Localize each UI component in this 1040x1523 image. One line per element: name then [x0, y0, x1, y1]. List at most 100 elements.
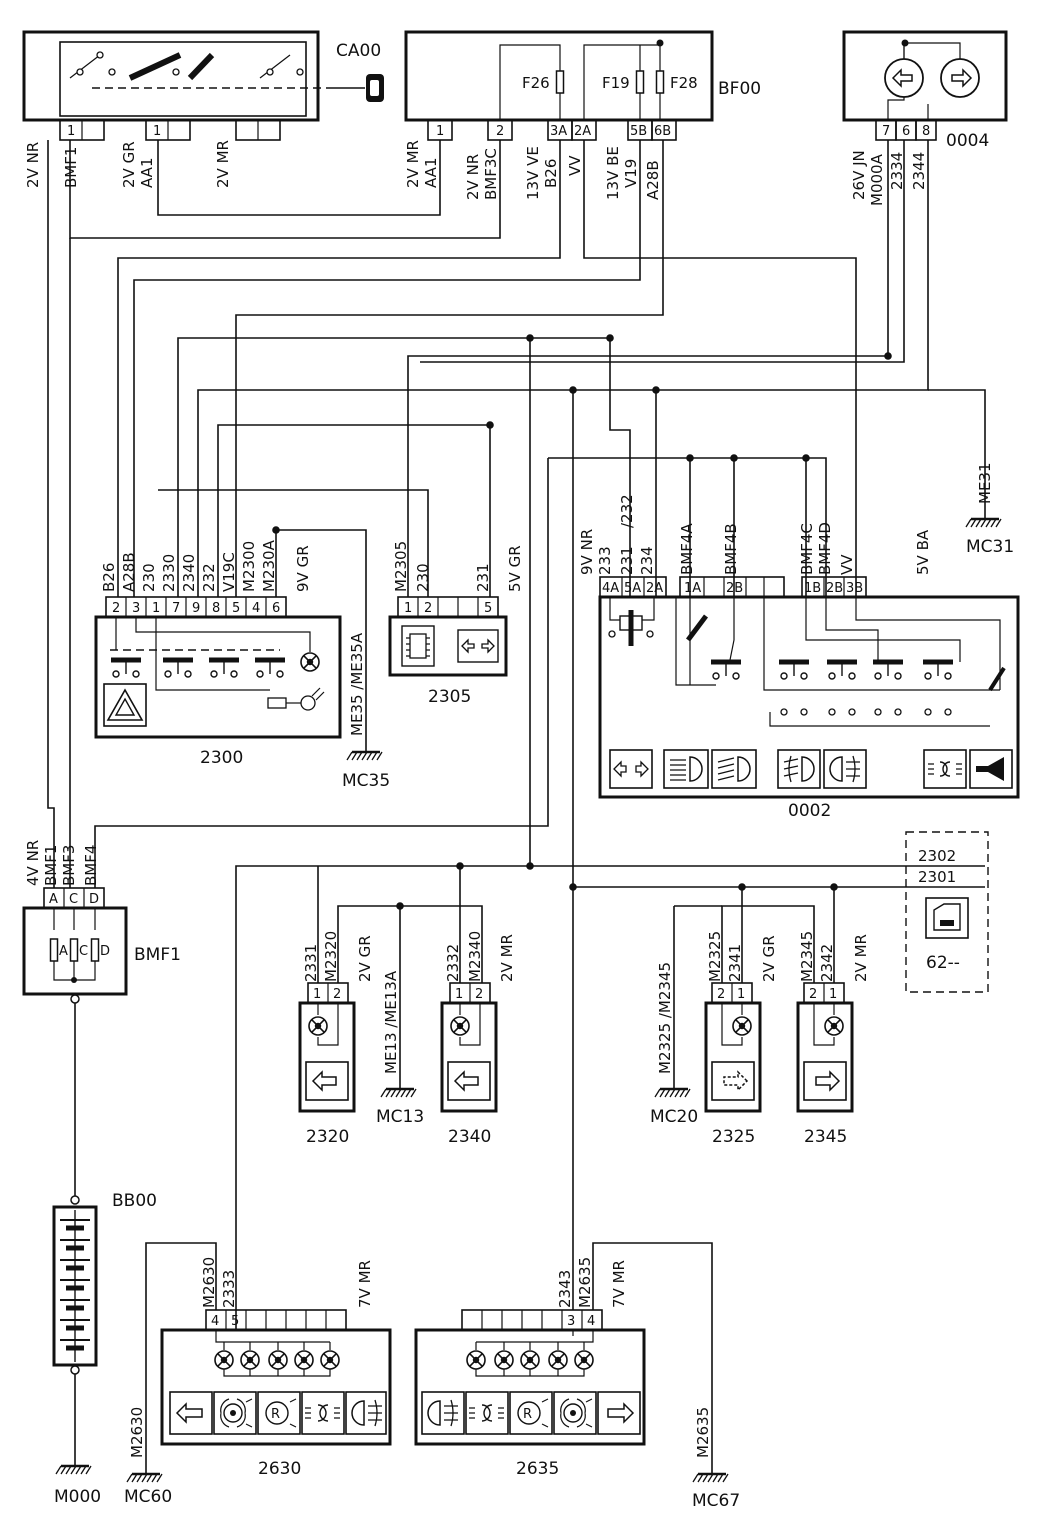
fuse-label: F28	[670, 74, 698, 92]
ground-wire-label: M2325 /M2345	[656, 962, 674, 1074]
pin-label: 3	[567, 1314, 575, 1329]
component-label: 62--	[926, 953, 960, 973]
right-arrow-icon	[951, 68, 973, 88]
component-2345: M2345 2342 2V MR 2 1 2345	[796, 931, 870, 1147]
wire-label: 234	[638, 546, 656, 575]
pin-label: C	[69, 892, 78, 907]
fuse-label: D	[100, 944, 110, 959]
wire-code: AA1	[138, 158, 156, 188]
fuse-A	[49, 938, 59, 962]
wire-label: M2635	[576, 1257, 594, 1308]
component-label: 2300	[200, 748, 243, 768]
wire-label: 233	[596, 546, 614, 575]
lamp-icon	[520, 1350, 540, 1370]
side-lights-icon	[923, 749, 967, 789]
ground-icon	[379, 1073, 418, 1099]
pin-label: 5	[231, 1314, 239, 1329]
wire-label: M230A	[260, 539, 278, 592]
wire-label: 230	[414, 563, 432, 592]
pin-label: 1	[404, 601, 412, 616]
connector-spec: 2V GR	[356, 935, 374, 982]
lamp-icon	[574, 1350, 594, 1370]
connector-spec: 2V GR	[760, 935, 778, 982]
lamp-icon	[268, 1350, 288, 1370]
ground-wire-label: M2635	[694, 1407, 712, 1458]
wire-label: 231	[474, 563, 492, 592]
front-fog-icon	[777, 749, 821, 789]
wire-label: 2341	[726, 944, 744, 982]
ground-icon	[54, 1450, 93, 1476]
wire-label: M2340	[466, 931, 484, 982]
ground-label: MC31	[966, 537, 1014, 557]
svg-text:R: R	[523, 1407, 532, 1422]
wire-code: BMF1	[42, 845, 60, 886]
wire-label: 2343	[556, 1270, 574, 1308]
fuse-F19	[635, 70, 645, 94]
right-repeater-icon	[803, 1061, 847, 1101]
lamp-icon	[308, 1016, 328, 1036]
connector-spec: 5V GR	[506, 545, 524, 592]
pin-label: 6B	[654, 124, 671, 139]
component-label: 2340	[448, 1127, 491, 1147]
junction-dots	[272, 39, 909, 910]
connector-spec: 7V MR	[356, 1260, 374, 1308]
pin-label: 3B	[846, 581, 863, 596]
wire-code: BMF3	[60, 845, 78, 886]
component-BF00: F26 F19 F28 BF00 1 2 3A 2A 5B 6B 2V MR A…	[404, 30, 761, 200]
component-label: BB00	[112, 1191, 157, 1211]
left-arrow-icon	[891, 68, 913, 88]
wire-label: M2325	[706, 931, 724, 982]
component-label: 0004	[946, 131, 989, 151]
component-0004: 7 6 8 0004 26V JN M000A 2334 2344	[842, 30, 1008, 206]
right-indicator-icon	[597, 1391, 641, 1435]
fuse-label: F26	[522, 74, 550, 92]
pin-label: 5B	[630, 124, 647, 139]
ground-label: MC60	[124, 1487, 172, 1507]
stalk-switch-contacts	[608, 597, 1006, 727]
wire-spec: 2344	[910, 152, 928, 190]
component-2635: 2343 M2635 7V MR 3 4	[414, 1257, 740, 1511]
rear-fog-icon	[823, 749, 867, 789]
pin-label: 7	[172, 601, 180, 616]
ignition-switch-contacts	[69, 51, 330, 89]
pin-label: 8	[212, 601, 220, 616]
wire-label: M2630	[200, 1257, 218, 1308]
component-label: 2635	[516, 1459, 559, 1479]
pin-label: 6	[902, 124, 910, 139]
pin-label: 8	[922, 124, 930, 139]
lamp-icon	[240, 1350, 260, 1370]
pin-label: 1	[313, 987, 321, 1002]
tail-lamp-icon	[301, 1391, 345, 1435]
pin-label: 2	[496, 124, 504, 139]
component-label: 2345	[804, 1127, 847, 1147]
wire-code: B26	[542, 159, 560, 188]
stop-lamp-icon	[213, 1391, 257, 1435]
wire-spec: 13V BE	[604, 146, 622, 200]
component-2300: 2 3 1 7 9 8 5 4 6 B26 A28B 230 2330 2340…	[94, 539, 390, 791]
main-beam-icon	[711, 749, 757, 789]
pin-label: 4	[587, 1314, 595, 1329]
pin-label: 1	[67, 124, 75, 139]
wire-spec: 13V VE	[524, 146, 542, 200]
indicator-icon	[609, 749, 653, 789]
component-BB00: BB00 M000	[52, 1191, 157, 1507]
svg-text:R: R	[271, 1407, 280, 1422]
pin-label: 6	[272, 601, 280, 616]
pin-label: 1B	[804, 581, 821, 596]
lamp-icon	[824, 1016, 844, 1036]
wire-spec: VV	[566, 155, 584, 176]
ground-icon	[653, 1073, 692, 1099]
ground-wire-label: ME31	[976, 462, 994, 504]
lamp-icon	[214, 1350, 234, 1370]
connector-spec: 5V BA	[914, 529, 932, 575]
reverse-lamp-icon: R	[257, 1391, 301, 1435]
fuse-D	[90, 938, 100, 962]
wire-label: 2342	[818, 944, 836, 982]
connector-spec: 9V NR	[578, 529, 596, 575]
wire-label: BMF4B	[722, 523, 740, 575]
wire-spec: 2V NR	[24, 142, 42, 188]
component-label: 2305	[428, 687, 471, 707]
wire-label: M2305	[392, 541, 410, 592]
door-lock-icon	[925, 897, 969, 939]
